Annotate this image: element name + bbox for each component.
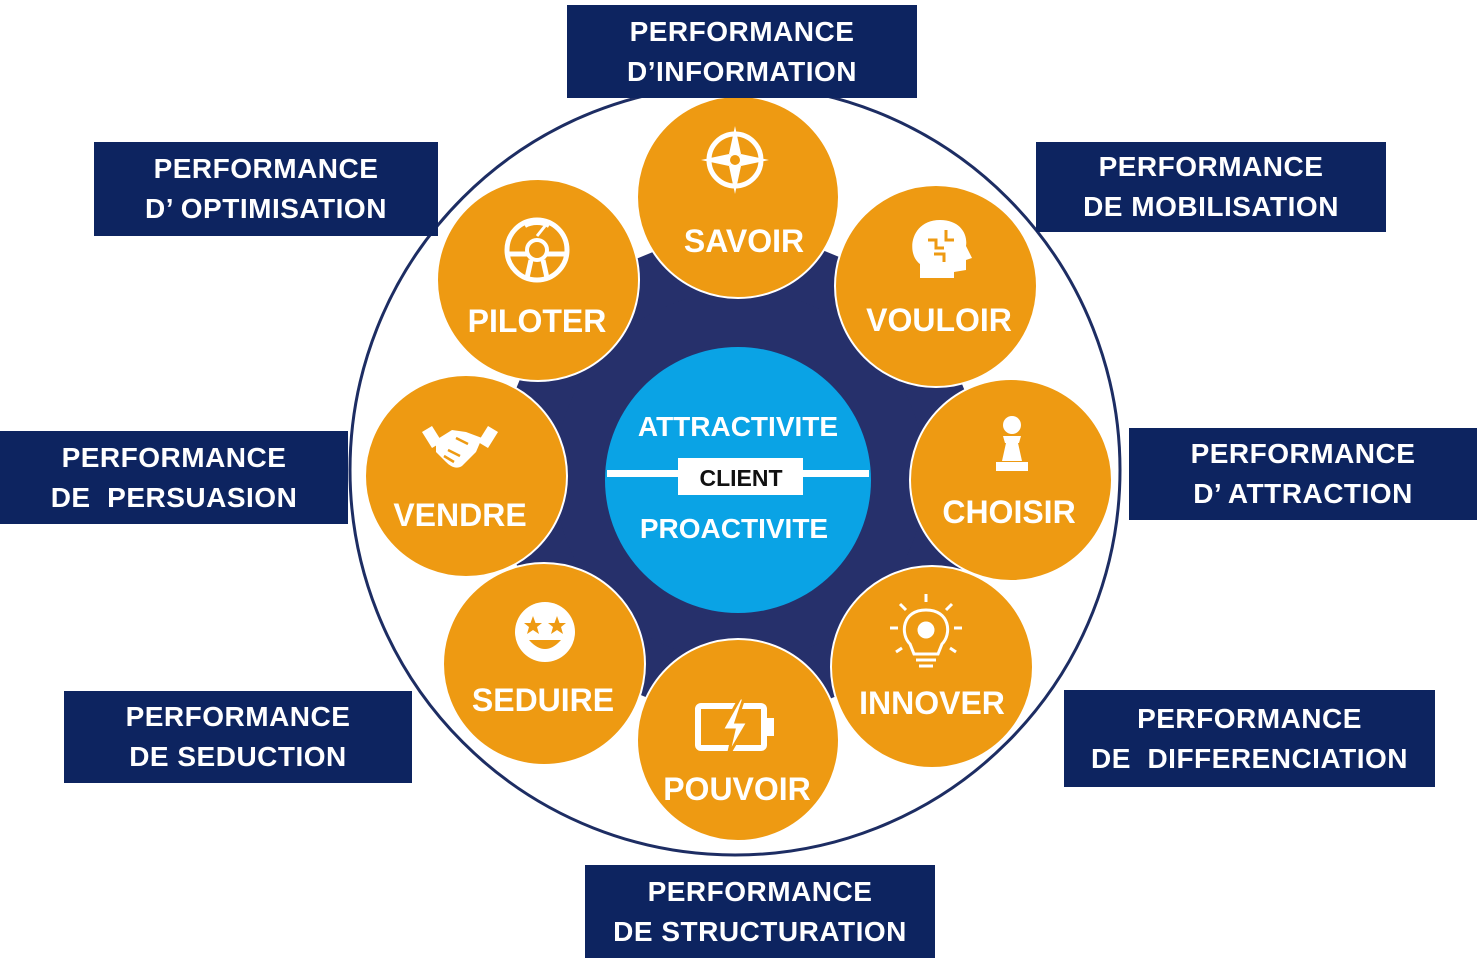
label-seduction-line2: DE SEDUCTION <box>129 741 347 772</box>
handshake-icon <box>422 426 498 468</box>
label-seduction-line1: PERFORMANCE <box>125 701 351 732</box>
lightbulb-gear-icon <box>890 594 962 668</box>
label-differenciation: PERFORMANCE DE DIFFERENCIATION <box>1064 690 1435 787</box>
node-savoir-label: SAVOIR <box>684 223 804 259</box>
label-attraction-line1: PERFORMANCE <box>1190 438 1416 469</box>
node-innover-label: INNOVER <box>859 685 1005 721</box>
label-differenciation-line1: PERFORMANCE <box>1137 702 1362 734</box>
label-seduction: PERFORMANCE DE SEDUCTION <box>64 691 412 783</box>
label-structuration-line1: PERFORMANCE <box>647 875 873 907</box>
steering-wheel-icon <box>504 217 570 283</box>
brain-head-icon <box>912 220 972 278</box>
client-badge <box>678 458 803 495</box>
label-information: PERFORMANCE D’INFORMATION <box>567 5 917 98</box>
label-information-line2: D’INFORMATION <box>627 55 857 87</box>
label-structuration-line2: DE STRUCTURATION <box>613 915 907 947</box>
label-mobilisation-line1: PERFORMANCE <box>1098 151 1324 182</box>
star-eyes-face-icon <box>515 602 575 662</box>
node-pouvoir-label: POUVOIR <box>663 771 811 807</box>
label-persuasion-line2: DE PERSUASION <box>50 481 298 513</box>
label-information-line1: PERFORMANCE <box>629 15 855 47</box>
node-seduire: SEDUIRE <box>442 562 646 766</box>
label-optimisation-line1: PERFORMANCE <box>153 153 379 184</box>
label-differenciation-line2: DE DIFFERENCIATION <box>1091 742 1408 774</box>
node-seduire-label: SEDUIRE <box>472 682 614 718</box>
node-vendre: VENDRE <box>364 374 568 578</box>
label-attraction: PERFORMANCE D’ ATTRACTION <box>1129 428 1477 520</box>
label-attraction-line2: D’ ATTRACTION <box>1193 478 1413 509</box>
node-vendre-label: VENDRE <box>393 497 526 533</box>
node-choisir-label: CHOISIR <box>942 494 1075 530</box>
label-mobilisation-line2: DE MOBILISATION <box>1083 191 1339 222</box>
battery-charging-icon <box>695 696 774 757</box>
chess-pawn-icon <box>996 416 1028 471</box>
center-bottom-text: PROACTIVITE <box>640 513 828 544</box>
node-vouloir-label: VOULOIR <box>866 302 1012 338</box>
center-circle: ATTRACTIVITE CLIENT PROACTIVITE <box>605 347 871 613</box>
node-pouvoir: POUVOIR <box>636 638 840 842</box>
center-client-text: CLIENT <box>699 465 782 491</box>
label-persuasion: PERFORMANCE DE PERSUASION <box>0 431 348 524</box>
label-mobilisation: PERFORMANCE DE MOBILISATION <box>1036 142 1386 232</box>
center-top-text: ATTRACTIVITE <box>638 411 838 442</box>
label-optimisation-line2: D’ OPTIMISATION <box>145 193 387 224</box>
label-optimisation: PERFORMANCE D’ OPTIMISATION <box>94 142 438 236</box>
node-piloter: PILOTER <box>436 178 640 382</box>
label-structuration: PERFORMANCE DE STRUCTURATION <box>585 865 935 958</box>
label-persuasion-line1: PERFORMANCE <box>61 441 287 473</box>
node-choisir: CHOISIR <box>909 378 1113 582</box>
node-innover: INNOVER <box>830 565 1034 769</box>
node-piloter-label: PILOTER <box>468 303 607 339</box>
node-savoir: SAVOIR <box>636 95 840 299</box>
compass-icon <box>701 126 769 194</box>
node-vouloir: VOULOIR <box>834 184 1038 388</box>
